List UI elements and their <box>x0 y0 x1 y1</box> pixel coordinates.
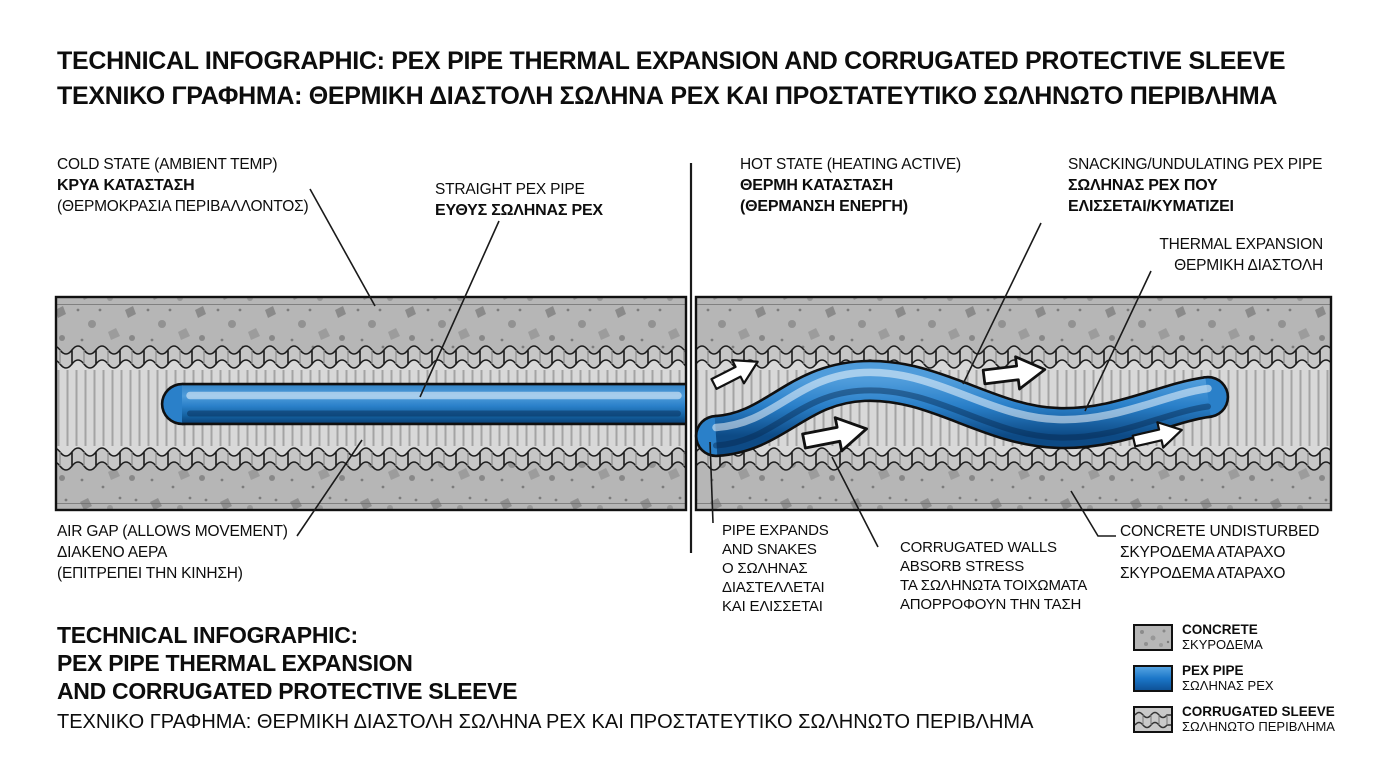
corrugated-sleeve-swatch-icon <box>1133 705 1173 733</box>
leader-cold-state <box>309 188 376 307</box>
hot-state-en: HOT STATE (HEATING ACTIVE) <box>740 156 962 173</box>
leader-lines <box>296 188 1152 548</box>
panel-hot-outline <box>694 295 1333 512</box>
corrugated-walls-el2: ΑΠΟΡΡΟΦΟΥΝ ΤΗΝ ΤΑΣΗ <box>900 596 1082 613</box>
pex-pipe-straight <box>160 382 685 426</box>
pipe-expands-el3: ΚΑΙ ΕΛΙΣΣΕΤΑΙ <box>722 598 823 615</box>
callout-pipe-expands: PIPE EXPANDS AND SNAKES Ο ΣΩΛΗΝΑΣ ΔΙΑΣΤΕ… <box>722 521 829 616</box>
footer-line1: TECHNICAL INFOGRAPHIC: <box>57 622 358 648</box>
pex-pipe-swatch-icon <box>1133 664 1173 692</box>
cold-state-el2: (ΘΕΡΜΟΚΡΑΣΙΑ ΠΕΡΙΒΑΛΛΟΝΤΟΣ) <box>57 198 309 215</box>
leader-thermal-expansion <box>1084 270 1152 412</box>
corrugated-sleeve-bottom-hot <box>697 442 1330 476</box>
flow-arrow-icon <box>981 355 1047 391</box>
callout-cold-state: COLD STATE (AMBIENT TEMP) ΚΡΥΑ ΚΑΤΑΣΤΑΣΗ… <box>57 154 309 217</box>
concrete-undisturbed-el2: ΣΚΥΡΟΔΕΜΑ ΑΤΑΡΑΧΟ <box>1120 565 1286 582</box>
legend: CONCRETE ΣΚΥΡΟΔΕΜΑ PEX PIPE ΣΩΛΗΝΑΣ PEX <box>1133 622 1335 745</box>
corrugated-walls-el1: ΤΑ ΣΩΛΗΝΩΤΑ ΤΟΙΧΩΜΑΤΑ <box>900 577 1088 594</box>
leader-concrete-undisturbed <box>1070 490 1116 537</box>
callout-corrugated-walls: CORRUGATED WALLS ABSORB STRESS ΤΑ ΣΩΛΗΝΩ… <box>900 538 1087 614</box>
concrete-undisturbed-el1: ΣΚΥΡΟΔΕΜΑ ΑΤΑΡΑΧΟ <box>1120 544 1286 561</box>
straight-pipe-en: STRAIGHT PEX PIPE <box>435 181 585 198</box>
legend-concrete-en: CONCRETE <box>1182 622 1258 637</box>
panel-cold-outline <box>54 295 688 512</box>
cold-state-el1: ΚΡΥΑ ΚΑΤΑΣΤΑΣΗ <box>57 177 195 194</box>
leader-pipe-expands <box>709 441 714 524</box>
legend-corrugated-sleeve-en: CORRUGATED SLEEVE <box>1182 704 1335 719</box>
straight-pipe-el1: ΕΥΘΥΣ ΣΩΛΗΝΑΣ PEX <box>435 202 603 219</box>
leader-straight-pipe <box>419 220 500 398</box>
footer-line3: AND CORRUGATED PROTECTIVE SLEEVE <box>57 678 518 704</box>
panel-cold-state <box>54 295 688 512</box>
pipe-expands-en1: PIPE EXPANDS <box>722 522 829 539</box>
footer-title: TECHNICAL INFOGRAPHIC: PEX PIPE THERMAL … <box>57 621 1033 735</box>
callout-concrete-undisturbed: CONCRETE UNDISTURBED ΣΚΥΡΟΔΕΜΑ ΑΤΑΡΑΧΟ Σ… <box>1120 521 1319 584</box>
page-title-el: ΤΕΧΝΙΚΟ ΓΡΑΦΗΜΑ: ΘΕΡΜΙΚΗ ΔΙΑΣΤΟΛΗ ΣΩΛΗΝΑ… <box>57 82 1278 110</box>
concrete-swatch-icon <box>1133 623 1173 651</box>
thermal-expansion-el1: ΘΕΡΜΙΚΗ ΔΙΑΣΤΟΛΗ <box>1174 257 1323 274</box>
snaking-pipe-el2: ΕΛΙΣΣΕΤΑΙ/ΚΥΜΑΤΙΖΕΙ <box>1068 198 1234 215</box>
page-title-en: TECHNICAL INFOGRAPHIC: PEX PIPE THERMAL … <box>57 47 1286 75</box>
legend-corrugated-sleeve-el: ΣΩΛΗΝΩΤΟ ΠΕΡΙΒΛΗΜΑ <box>1182 719 1335 734</box>
flow-arrow-icon <box>1131 421 1183 449</box>
leader-corrugated-walls <box>831 456 879 548</box>
legend-item-corrugated-sleeve: CORRUGATED SLEEVE ΣΩΛΗΝΩΤΟ ΠΕΡΙΒΛΗΜΑ <box>1133 704 1335 734</box>
pipe-expands-el1: Ο ΣΩΛΗΝΑΣ <box>722 560 808 577</box>
callout-air-gap: AIR GAP (ALLOWS MOVEMENT) ΔΙΑΚΕΝΟ ΑΕΡΑ (… <box>57 521 288 584</box>
snaking-pipe-el1: ΣΩΛΗΝΑΣ PEX ΠΟΥ <box>1068 177 1218 194</box>
footer-line-el: ΤΕΧΝΙΚΟ ΓΡΑΦΗΜΑ: ΘΕΡΜΙΚΗ ΔΙΑΣΤΟΛΗ ΣΩΛΗΝΑ… <box>57 711 1034 733</box>
concrete-undisturbed-en: CONCRETE UNDISTURBED <box>1120 523 1320 540</box>
cold-state-en: COLD STATE (AMBIENT TEMP) <box>57 156 278 173</box>
callout-straight-pipe: STRAIGHT PEX PIPE ΕΥΘΥΣ ΣΩΛΗΝΑΣ PEX <box>435 179 603 221</box>
hot-state-el2: (ΘΕΡΜΑΝΣΗ ΕΝΕΡΓΗ) <box>740 198 908 215</box>
corrugated-sleeve-top-cold <box>57 340 685 374</box>
leader-air-gap <box>296 439 363 537</box>
footer-line2: PEX PIPE THERMAL EXPANSION <box>57 650 413 676</box>
pipe-expands-en2: AND SNAKES <box>722 541 817 558</box>
callout-thermal-expansion: THERMAL EXPANSION ΘΕΡΜΙΚΗ ΔΙΑΣΤΟΛΗ <box>1159 234 1323 276</box>
flow-arrow-icon <box>710 359 759 391</box>
leader-snaking-pipe <box>962 222 1042 385</box>
corrugated-walls-en1: CORRUGATED WALLS <box>900 539 1057 556</box>
legend-concrete-el: ΣΚΥΡΟΔΕΜΑ <box>1182 637 1263 652</box>
snaking-pipe-en: SNACKING/UNDULATING PEX PIPE <box>1068 156 1323 173</box>
corrugated-sleeve-bottom-cold <box>57 442 685 476</box>
hot-state-el1: ΘΕΡΜΗ ΚΑΤΑΣΤΑΣΗ <box>740 177 893 194</box>
pipe-expands-el2: ΔΙΑΣΤΕΛΛΕΤΑΙ <box>722 579 825 596</box>
legend-item-concrete: CONCRETE ΣΚΥΡΟΔΕΜΑ <box>1133 622 1335 652</box>
corrugated-walls-en2: ABSORB STRESS <box>900 558 1025 575</box>
callout-hot-state: HOT STATE (HEATING ACTIVE) ΘΕΡΜΗ ΚΑΤΑΣΤΑ… <box>740 154 961 217</box>
pex-pipe-snaked <box>694 359 1230 458</box>
flow-arrow-icon <box>801 416 868 453</box>
legend-item-pex-pipe: PEX PIPE ΣΩΛΗΝΑΣ PEX <box>1133 663 1335 693</box>
air-gap-en: AIR GAP (ALLOWS MOVEMENT) <box>57 523 288 540</box>
callout-snaking-pipe: SNACKING/UNDULATING PEX PIPE ΣΩΛΗΝΑΣ PEX… <box>1068 154 1322 217</box>
header: TECHNICAL INFOGRAPHIC: PEX PIPE THERMAL … <box>57 44 1286 114</box>
legend-pex-pipe-en: PEX PIPE <box>1182 663 1244 678</box>
air-gap-el2: (ΕΠΙΤΡΕΠΕΙ ΤΗΝ ΚΙΝΗΣΗ) <box>57 565 243 582</box>
air-gap-el1: ΔΙΑΚΕΝΟ ΑΕΡΑ <box>57 544 168 561</box>
thermal-expansion-en: THERMAL EXPANSION <box>1159 236 1323 253</box>
movement-arrows <box>710 355 1183 453</box>
legend-pex-pipe-el: ΣΩΛΗΝΑΣ PEX <box>1182 678 1274 693</box>
